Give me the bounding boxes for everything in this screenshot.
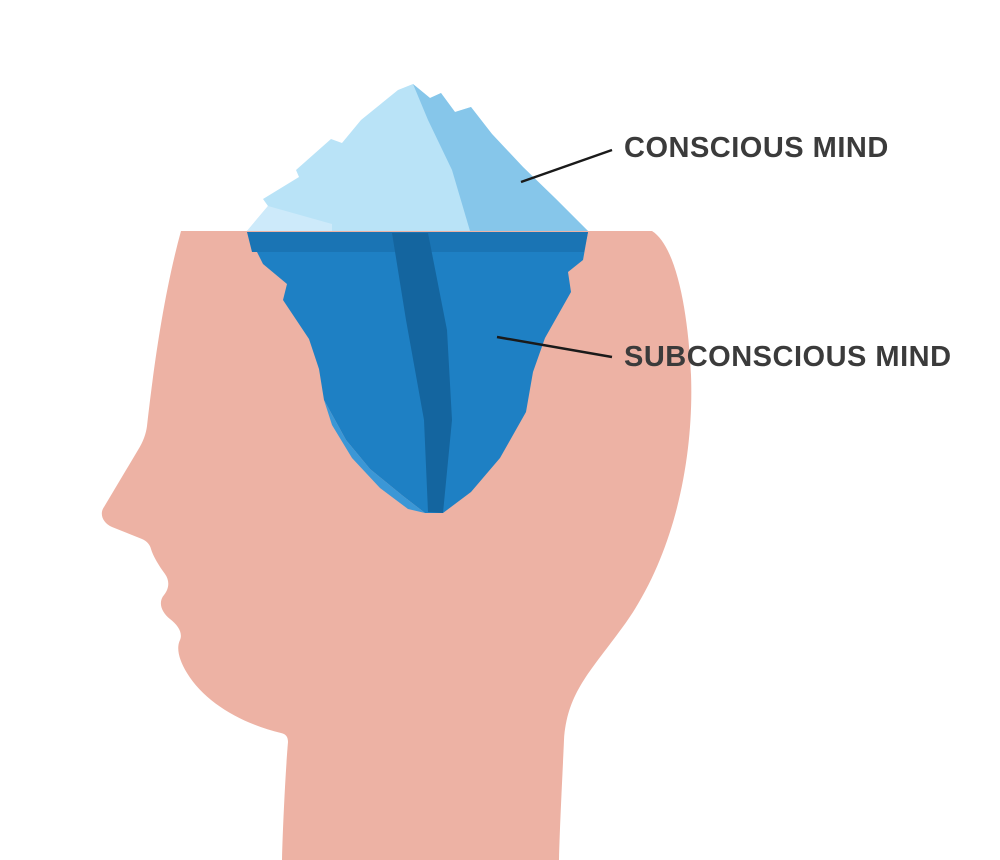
conscious-mind-label: CONSCIOUS MIND <box>624 132 889 164</box>
iceberg-tip-facet-shade <box>413 84 588 231</box>
conscious-leader-line <box>520 148 613 184</box>
head-silhouette <box>101 231 692 860</box>
subconscious-mind-label: SUBCONSCIOUS MIND <box>624 341 952 373</box>
iceberg-tip-facet-highlight <box>247 206 332 231</box>
subconscious-leader-line <box>496 335 613 359</box>
iceberg-underwater-facet-dark <box>392 233 452 513</box>
